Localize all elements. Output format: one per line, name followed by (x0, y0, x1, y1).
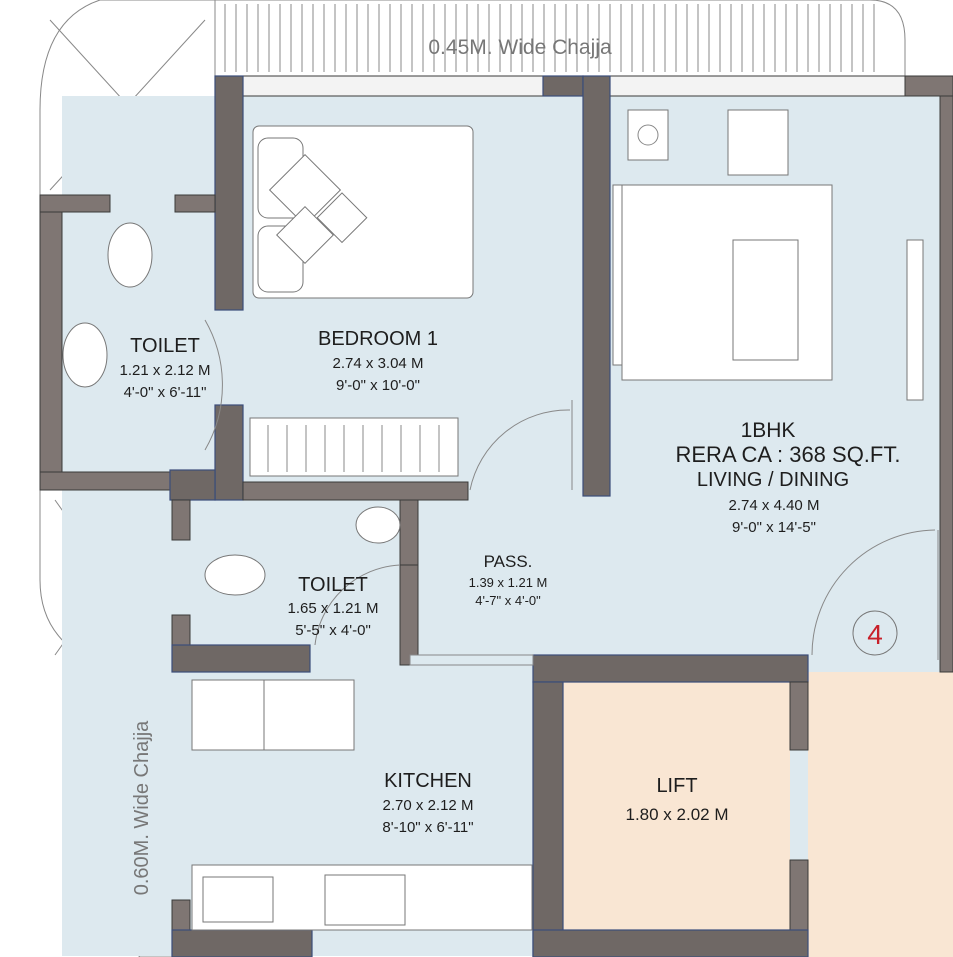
room-metric: 2.74 x 4.40 M (729, 497, 820, 514)
lift-shaft (563, 682, 790, 957)
room-metric: 1.21 x 2.12 M (120, 362, 211, 379)
room-name: PASS. (484, 552, 533, 571)
room-metric: 1.39 x 1.21 M (469, 575, 548, 590)
room-imperial: 4'-7" x 4'-0" (475, 593, 541, 608)
unit-number-badge (852, 610, 898, 656)
room-imperial: 8'-10" x 6'-11" (382, 819, 473, 836)
top-chajja (214, 0, 906, 77)
room-name: TOILET (130, 335, 200, 357)
furniture (62, 109, 924, 931)
room-name: BEDROOM 1 (318, 328, 438, 350)
room-metric: 2.74 x 3.04 M (333, 355, 424, 372)
room-name: LIVING / DINING (697, 469, 849, 491)
room-imperial: 9'-0" x 14'-5" (732, 519, 816, 536)
rera-area: RERA CA : 368 SQ.FT. (676, 442, 901, 467)
walls (39, 75, 953, 957)
unit-type: 1BHK (741, 419, 796, 442)
room-imperial: 5'-5" x 4'-0" (295, 622, 371, 639)
room-name: KITCHEN (384, 770, 472, 792)
doors (204, 319, 939, 660)
room-imperial: 4'-0" x 6'-11" (124, 384, 207, 401)
lobby (808, 672, 953, 957)
unit-number: 4 (867, 619, 883, 650)
room-imperial: 9'-0" x 10'-0" (336, 377, 420, 394)
room-metric: 2.70 x 2.12 M (383, 797, 474, 814)
room-name: TOILET (298, 574, 368, 596)
top-chajja-label: 0.45M. Wide Chajja (428, 36, 612, 59)
room-metric: 1.65 x 1.21 M (288, 600, 379, 617)
left-chajja-label: 0.60M. Wide Chajja (131, 720, 153, 895)
room-metric: 1.80 x 2.02 M (625, 805, 728, 824)
room-name: LIFT (656, 775, 697, 797)
